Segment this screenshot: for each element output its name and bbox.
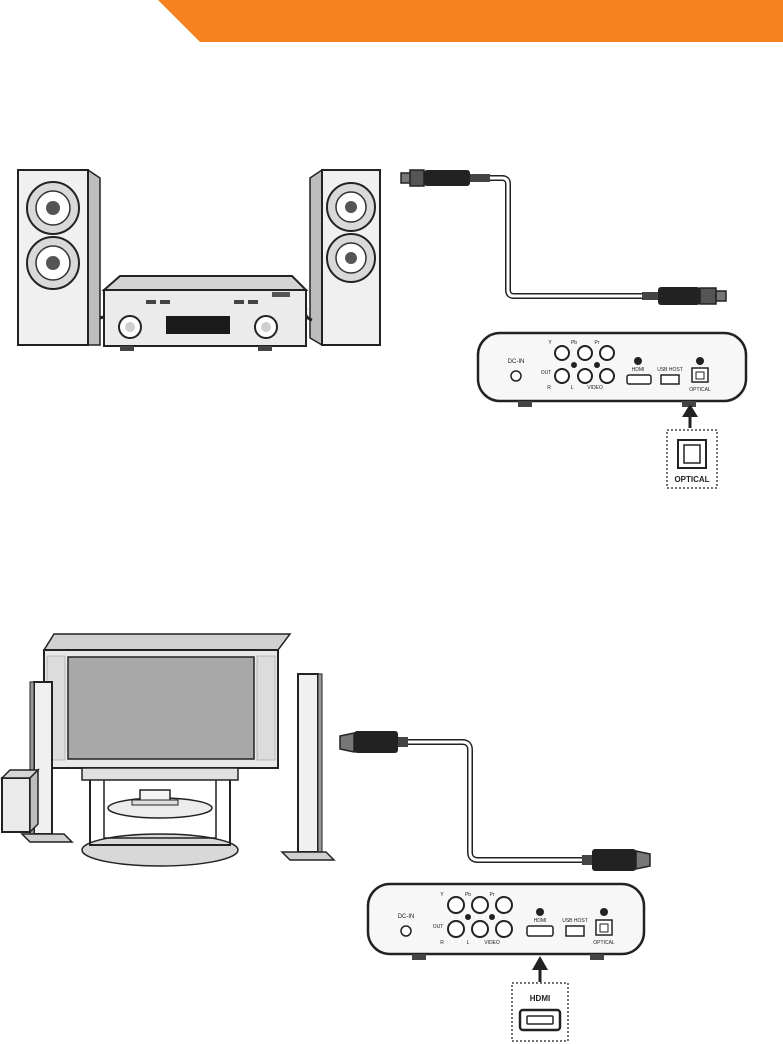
usb-label: USB HOST	[562, 918, 588, 924]
usb-label: USB HOST	[657, 367, 683, 373]
hdmi-indicator	[536, 908, 544, 916]
header-band	[0, 0, 783, 45]
jack-r-label: R	[547, 385, 551, 391]
jack-pr-label: Pr	[595, 340, 600, 346]
amplifier	[104, 276, 306, 351]
hdmi-connection-diagram: DC-IN OUT Y Pb Pr R L VIDEO HDMI USB HOS…	[0, 620, 783, 1044]
jack-l-label: L	[467, 940, 470, 946]
optical-callout-label: OPTICAL	[674, 475, 709, 484]
tv-stand	[82, 768, 238, 866]
hdmi-cable	[340, 731, 650, 871]
hdmi-callout-label: HDMI	[530, 994, 550, 1003]
jack-pb-label: Pb	[465, 892, 471, 898]
hdmi-label: HDMI	[632, 367, 645, 373]
optical-label: OPTICAL	[689, 387, 711, 393]
left-speaker	[18, 170, 100, 345]
dc-in-label: DC-IN	[398, 914, 415, 920]
usb-port	[566, 926, 584, 936]
video-label: VIDEO	[484, 940, 500, 946]
optical-indicator	[696, 357, 704, 365]
arrow-up-icon	[532, 956, 548, 970]
av-out-label: OUT	[433, 924, 444, 930]
optical-connection-diagram: DC-IN OUT Y Pb Pr R L VIDEO HDMI USB HOS…	[0, 150, 783, 510]
optical-callout: OPTICAL	[667, 404, 717, 488]
optical-indicator	[600, 908, 608, 916]
optical-cable	[401, 170, 726, 305]
media-player: DC-IN OUT Y Pb Pr R L VIDEO HDMI USB HOS…	[368, 884, 644, 960]
usb-port	[661, 375, 679, 384]
hdmi-label: HDMI	[534, 918, 547, 924]
hdmi-callout: HDMI	[512, 956, 568, 1041]
right-speaker	[310, 170, 380, 345]
jack-pb-label: Pb	[571, 340, 577, 346]
dc-in-label: DC-IN	[508, 359, 525, 365]
hdmi-port	[527, 926, 553, 936]
av-out-label: OUT	[541, 370, 552, 376]
right-tower-speaker	[282, 674, 334, 860]
media-player: DC-IN OUT Y Pb Pr R L VIDEO HDMI USB HOS…	[478, 333, 746, 407]
video-label: VIDEO	[587, 385, 603, 391]
jack-l-label: L	[571, 385, 574, 391]
jack-r-label: R	[440, 940, 444, 946]
subwoofer	[2, 770, 38, 832]
jack-pr-label: Pr	[490, 892, 495, 898]
tv	[44, 634, 290, 768]
hdmi-port	[627, 375, 651, 384]
optical-label: OPTICAL	[593, 940, 615, 946]
hdmi-indicator	[634, 357, 642, 365]
